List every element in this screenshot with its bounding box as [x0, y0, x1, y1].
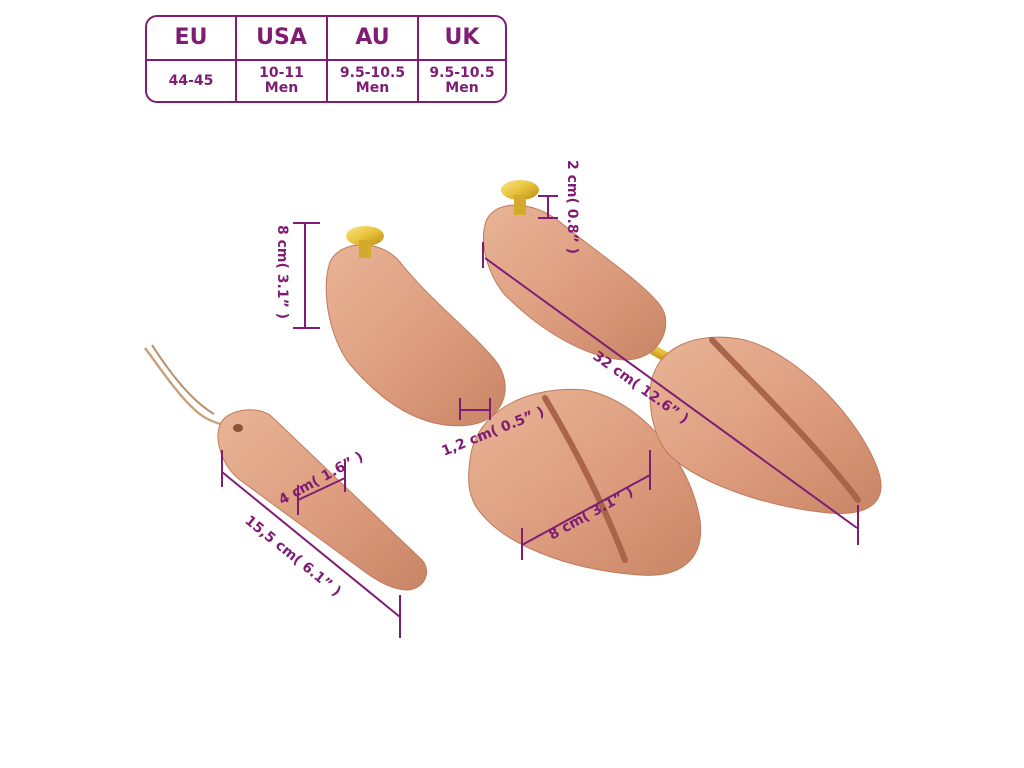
dim-horn-width-line: [297, 477, 346, 501]
size-value-usa-gender: Men: [264, 80, 299, 96]
size-value-eu: 44-45: [147, 61, 237, 101]
right-shoe-tree: [483, 180, 882, 514]
size-value-au: 9.5-10.5 Men: [328, 61, 419, 101]
size-value-uk-range: 9.5-10.5: [429, 65, 495, 82]
dim-horn-length-line: [221, 471, 401, 618]
left-tree-knob-stem: [359, 240, 371, 258]
shoe-horn-hole: [233, 424, 243, 432]
size-header-eu: EU: [147, 17, 237, 61]
size-value-uk-gender: Men: [445, 80, 479, 96]
size-table: EU USA AU UK 44-45 10-11 Men 9.5-10.5 Me…: [145, 15, 507, 103]
shoe-horn-body: [217, 409, 427, 591]
size-value-usa: 10-11 Men: [237, 61, 328, 101]
dim-tree-height-label: 8 cm( 3.1” ): [274, 225, 290, 319]
shoe-horn: [143, 344, 427, 591]
right-tree-knob-stem: [514, 195, 526, 215]
right-tree-toe: [649, 336, 882, 514]
left-tree-heel: [325, 244, 506, 427]
size-value-usa-range: 10-11: [259, 65, 304, 82]
size-header-uk: UK: [419, 17, 505, 61]
dim-tree-height: 8 cm( 3.1” ): [274, 222, 320, 329]
size-value-uk: 9.5-10.5 Men: [419, 61, 505, 101]
dim-knob-height-label: 2 cm( 0.8” ): [564, 160, 580, 254]
left-tree-toe: [468, 388, 702, 576]
size-value-au-gender: Men: [355, 80, 390, 96]
dim-knob-height: 2 cm( 0.8” ): [538, 160, 580, 254]
size-value-eu-text: 44-45: [168, 72, 214, 89]
size-header-au: AU: [328, 17, 419, 61]
size-value-au-range: 9.5-10.5: [339, 65, 406, 82]
dim-total-length-line: [484, 257, 858, 529]
right-tree-knob: [501, 180, 539, 200]
size-header-usa: USA: [237, 17, 328, 61]
shoe-horn-string-loop: [151, 344, 215, 415]
left-shoe-tree: [325, 226, 702, 576]
left-tree-knob: [346, 226, 384, 246]
right-tree-toe-slit: [709, 337, 861, 503]
shoe-horn-string: [143, 347, 239, 427]
dim-toe-width-line: [521, 474, 651, 546]
left-tree-toe-slit: [542, 395, 628, 563]
